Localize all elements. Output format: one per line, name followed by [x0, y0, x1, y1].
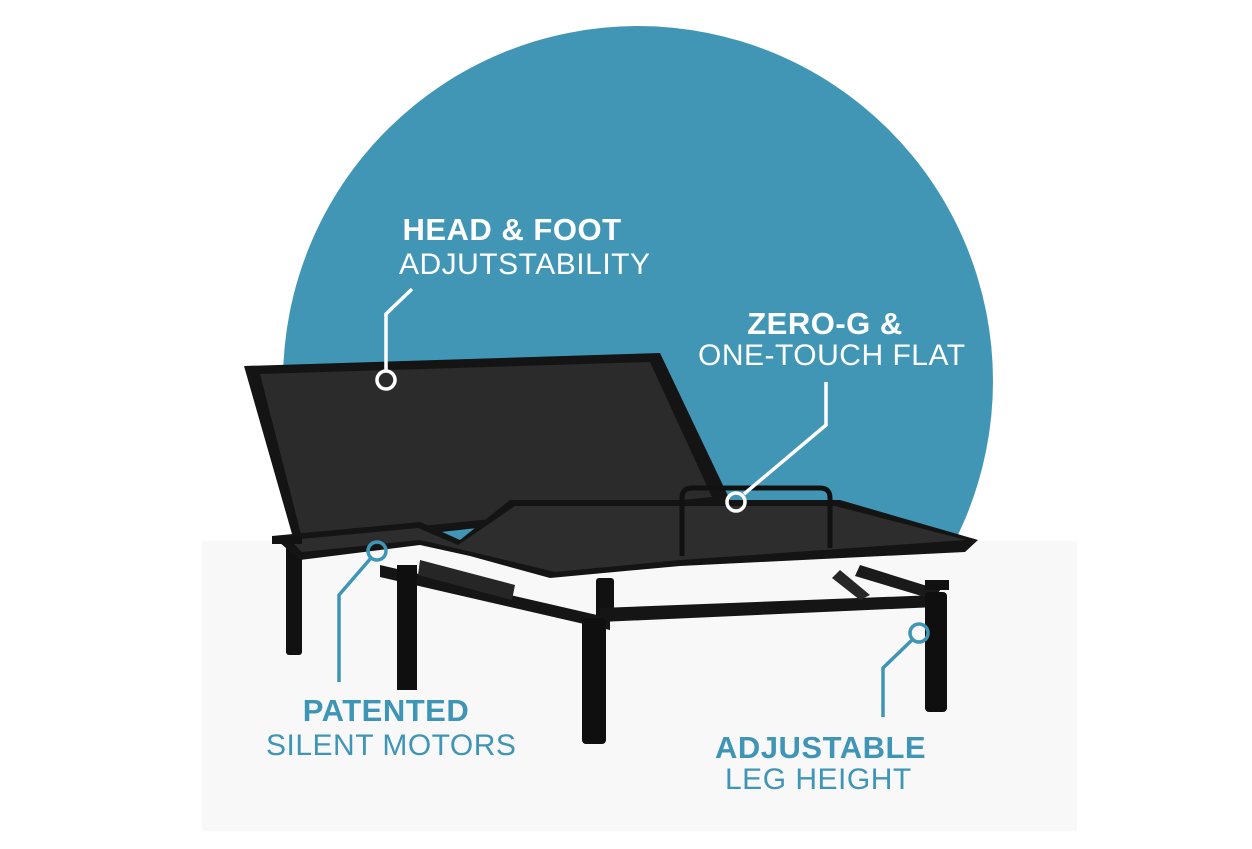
callout-head-foot-subtitle: ADJUTSTABILITY: [399, 248, 651, 281]
pointer-dot-legs: [908, 622, 930, 644]
callout-legs-title: ADJUSTABLE: [715, 730, 927, 765]
motor-mechanism: [418, 560, 515, 600]
callout-head-foot-title: HEAD & FOOT: [402, 212, 622, 247]
frame-rail: [855, 565, 940, 600]
frame-rail: [600, 595, 936, 622]
frame-rail: [380, 565, 610, 630]
pointer-dot-motors: [366, 540, 388, 562]
callout-zero-g-subtitle: ONE-TOUCH FLAT: [698, 339, 966, 372]
leader-line-legs: [881, 638, 914, 717]
callout-zero-g-title: ZERO-G &: [747, 306, 903, 341]
bed-leg: [397, 565, 417, 690]
leader-line-zero-g: [742, 382, 828, 496]
bed-leg: [925, 592, 947, 712]
pointer-dot-zero-g: [725, 491, 747, 513]
frame-cap: [272, 536, 302, 544]
callout-motors-title: PATENTED: [302, 693, 470, 728]
foot-section-fabric: [290, 506, 966, 572]
leader-line-motors: [337, 556, 373, 682]
frame-cap: [925, 580, 949, 590]
callout-motors-subtitle: SILENT MOTORS: [266, 729, 517, 762]
bed-leg: [582, 618, 606, 744]
leader-line-head-foot: [384, 287, 414, 370]
callout-legs-subtitle: LEG HEIGHT: [725, 763, 912, 796]
head-section-fabric: [260, 362, 712, 538]
callout-lines: [337, 287, 930, 717]
headboard-bracket: [679, 485, 833, 556]
pointer-dot-head-foot: [375, 369, 397, 391]
motor-mechanism: [832, 570, 870, 600]
adjustable-bed-base: [244, 353, 978, 744]
bed-leg: [286, 540, 302, 655]
